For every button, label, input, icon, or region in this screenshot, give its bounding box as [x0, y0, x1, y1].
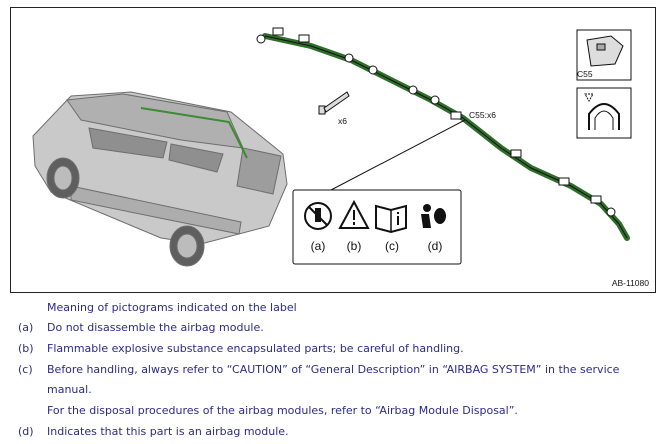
legend-letter-d: (d) — [427, 239, 443, 253]
pictogram-legend — [292, 189, 462, 265]
airbag-on-vehicle — [140, 107, 248, 159]
connector-inset — [576, 29, 632, 81]
manual-info-icon — [375, 204, 407, 234]
note-text: Before handling, always refer to “CAUTIO… — [47, 363, 620, 396]
bolt-callout: x6 — [338, 116, 347, 126]
connector-label: C55 — [577, 69, 593, 79]
note-text: Flammable explosive substance encapsulat… — [47, 342, 464, 355]
clip-inset — [576, 87, 632, 139]
vehicle-illustration — [32, 91, 288, 267]
harness-clips — [256, 27, 616, 217]
note-text: For the disposal procedures of the airba… — [47, 404, 518, 417]
note-text: Indicates that this part is an airbag mo… — [47, 425, 289, 438]
note-tag: (d) — [18, 425, 34, 438]
figure-id: AB-11080 — [611, 278, 649, 288]
legend-letter-a: (a) — [310, 239, 326, 253]
airbag-person-icon — [421, 204, 446, 228]
legend-letter-b: (b) — [346, 239, 362, 253]
note-tag: (c) — [18, 363, 33, 376]
figure-panel: AB-11080 C55:x6 x6 C55 (a) (b) (c) (d) — [10, 7, 656, 293]
note-tag: (b) — [18, 342, 34, 355]
illustration — [32, 27, 632, 267]
no-disassembly-icon — [304, 202, 332, 230]
warning-triangle-icon — [338, 199, 370, 229]
bolt-icon — [318, 91, 350, 115]
connector-callout: C55:x6 — [469, 110, 496, 120]
note-text: Do not disassemble the airbag module. — [47, 321, 264, 334]
legend-letter-c: (c) — [385, 239, 399, 253]
notes-heading: Meaning of pictograms indicated on the l… — [47, 301, 297, 314]
note-tag: (a) — [18, 321, 34, 334]
